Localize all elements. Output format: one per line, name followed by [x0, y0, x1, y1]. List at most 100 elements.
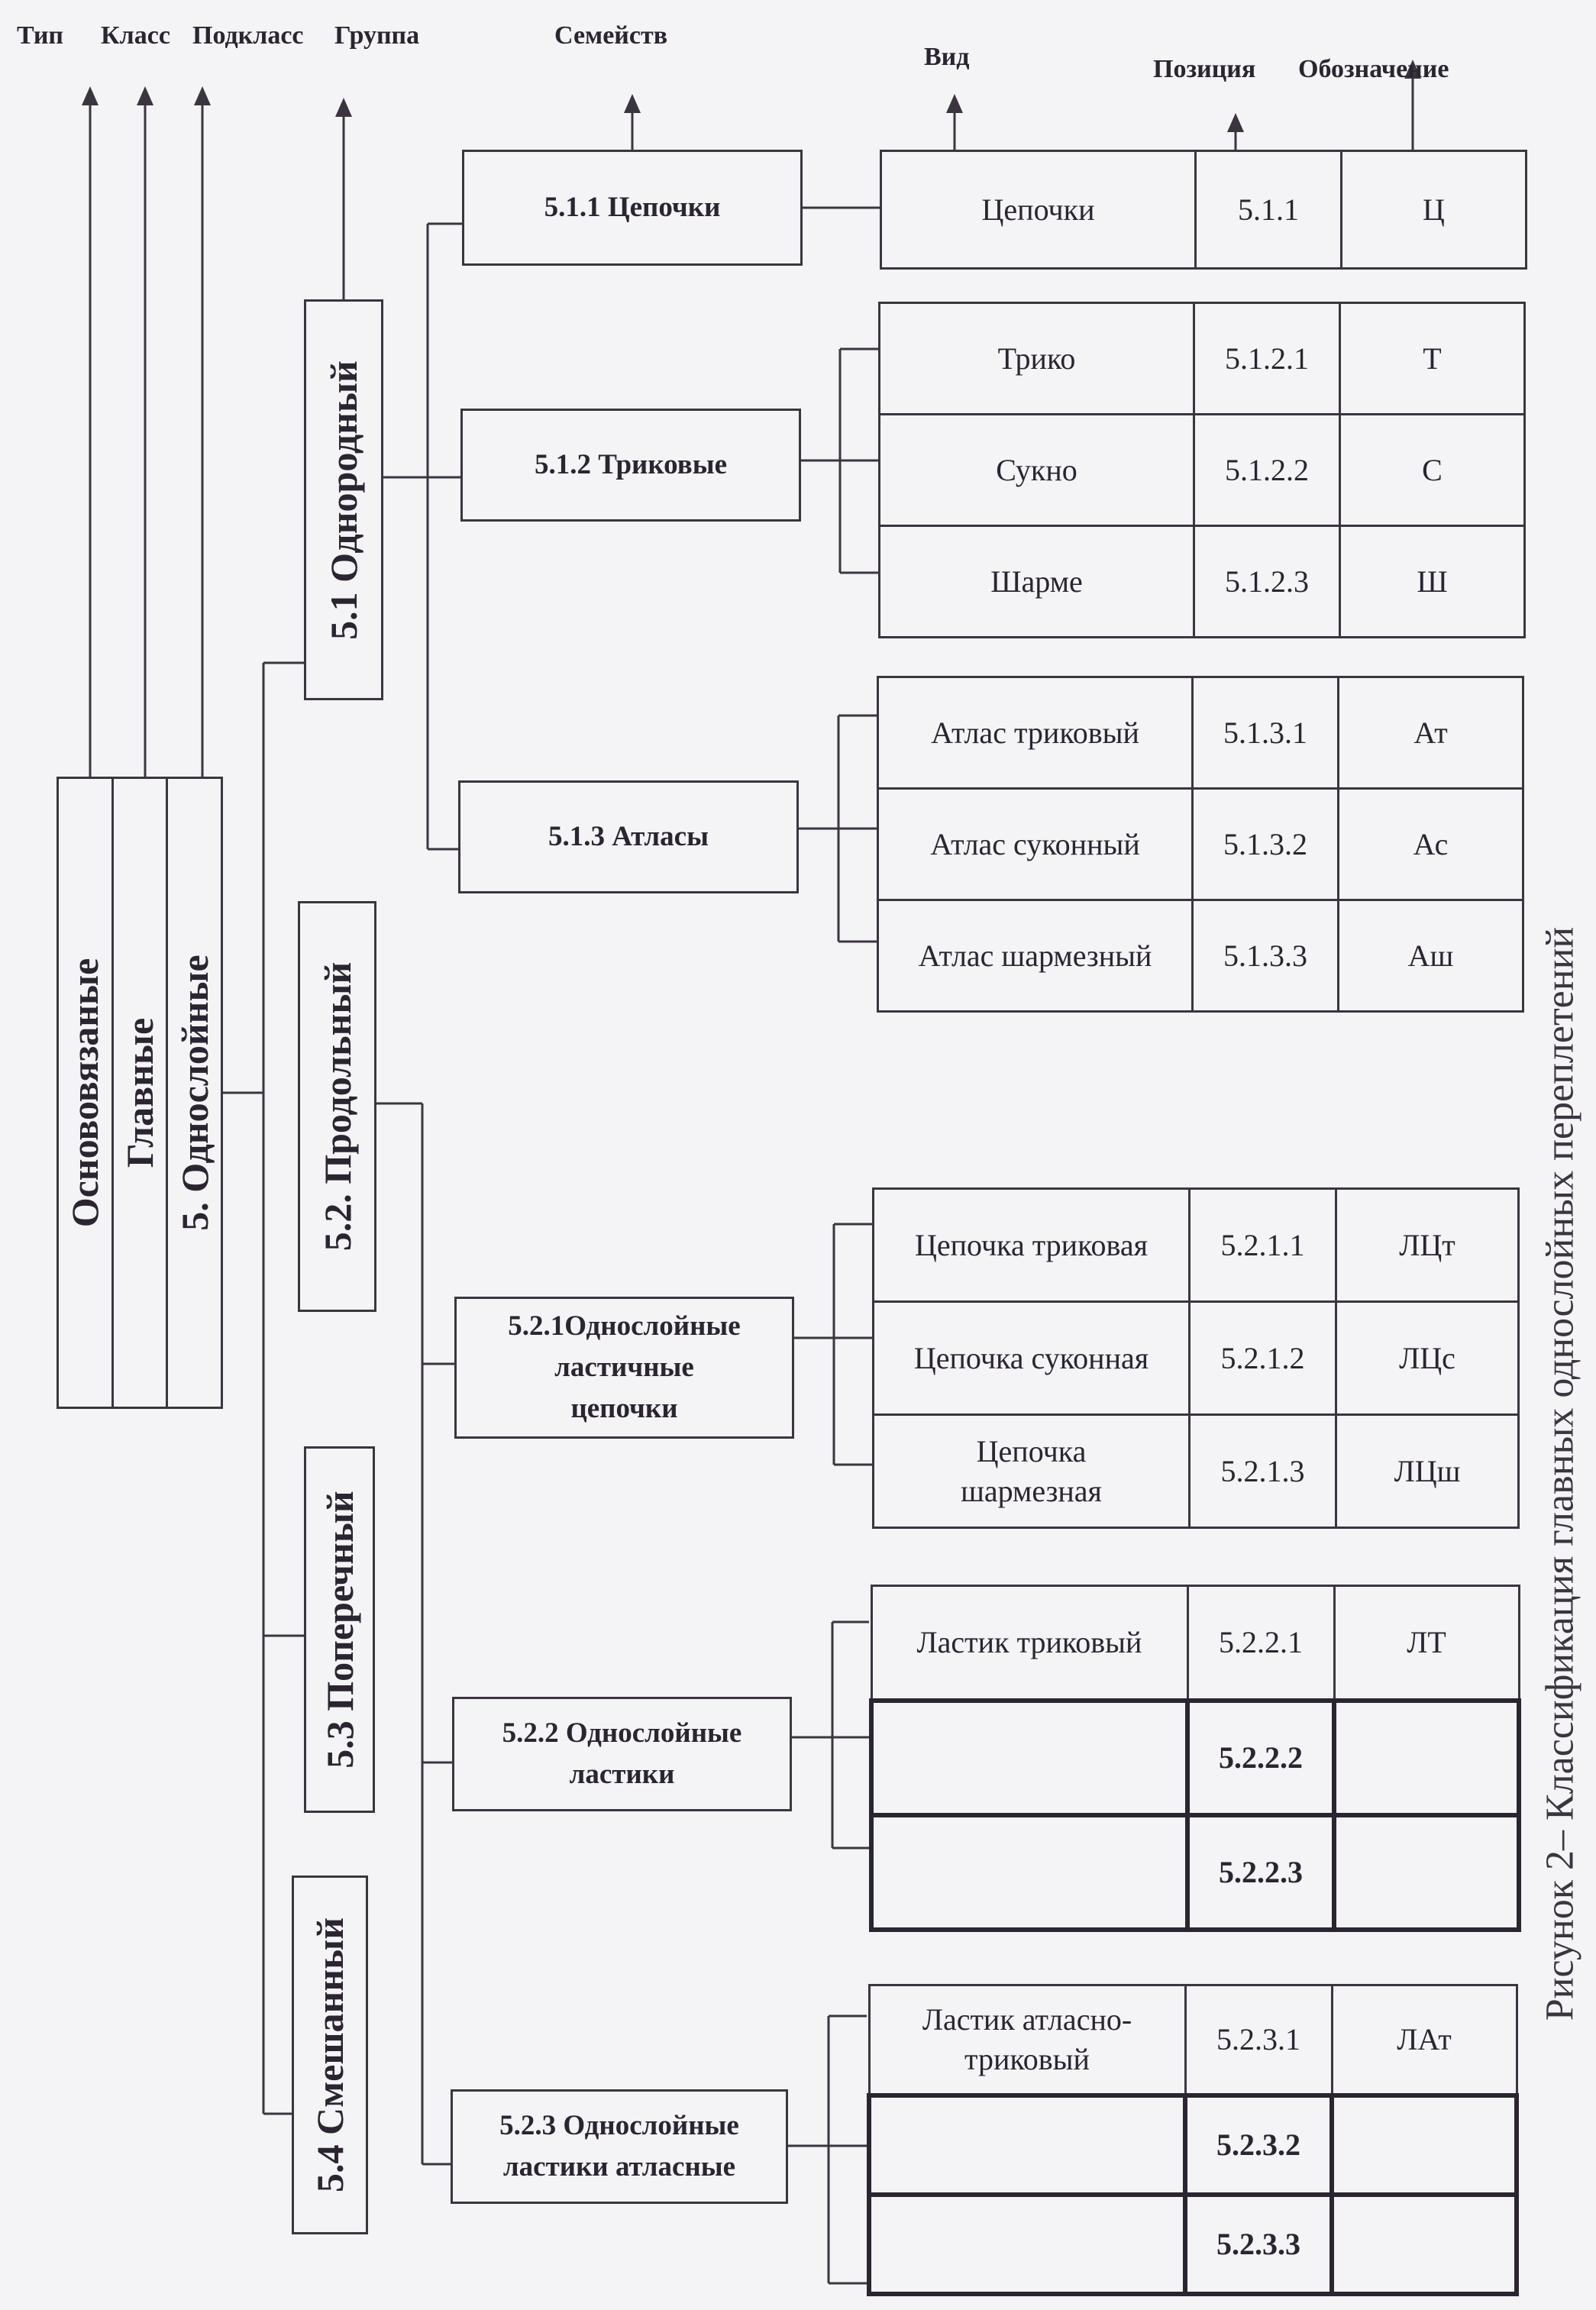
family-box: 5.1.2 Триковые	[460, 409, 801, 522]
position-cell: 5.2.3.3	[1183, 2192, 1334, 2296]
table-row: Трико 5.1.2.1 Т	[878, 302, 1526, 415]
designation-cell: С	[1339, 413, 1526, 527]
family-box: 5.1.3 Атласы	[458, 780, 799, 893]
class-cell: Главные	[111, 779, 166, 1407]
species-name-cell	[869, 1698, 1190, 1817]
root-box: Основовязаные Главные 5. Однослойные	[57, 777, 223, 1409]
species-name-cell: Шарме	[878, 525, 1195, 638]
species-name-cell	[869, 1812, 1190, 1932]
group-box-mixed: 5.4 Смешанный	[292, 1875, 368, 2234]
species-name-cell: Атлас суконный	[877, 787, 1194, 901]
type-label: Основовязаные	[63, 958, 107, 1228]
species-table: Цепочки 5.1.1 Ц	[880, 150, 1527, 270]
header-designation: Обозначение	[1298, 55, 1449, 83]
header-class: Класс	[101, 21, 170, 50]
group-label: 5.3 Поперечный	[318, 1491, 361, 1769]
group-label: 5.1 Однородный	[322, 360, 365, 640]
designation-cell: Ас	[1337, 787, 1524, 901]
table-row: Атлас шармезный 5.1.3.3 Аш	[877, 899, 1524, 1013]
group-box-homogeneous: 5.1 Однородный	[304, 299, 383, 700]
table-row: 5.2.3.2	[867, 2092, 1519, 2197]
species-name-cell: Атлас триковый	[877, 676, 1194, 790]
table-row: Атлас суконный 5.1.3.2 Ас	[877, 787, 1524, 901]
position-cell: 5.2.2.1	[1186, 1585, 1336, 1701]
species-name-cell	[867, 2092, 1187, 2197]
position-cell: 5.1.2.1	[1193, 302, 1341, 415]
position-cell: 5.1.3.2	[1191, 787, 1339, 901]
header-subclass: Подкласс	[192, 21, 304, 50]
species-name-cell: Атлас шармезный	[877, 899, 1194, 1013]
designation-cell: ЛАт	[1330, 1984, 1518, 2096]
position-cell: 5.1.3.3	[1191, 899, 1339, 1013]
class-label: Главные	[118, 1017, 161, 1168]
header-group: Группа	[334, 21, 420, 50]
designation-cell: ЛТ	[1333, 1585, 1520, 1701]
family-box: 5.1.1 Цепочки	[462, 150, 803, 266]
group-label: 5.2. Продольный	[315, 961, 359, 1252]
position-cell: 5.2.1.3	[1188, 1413, 1337, 1529]
subclass-cell: 5. Однослойные	[166, 779, 221, 1407]
species-name-cell: Трико	[878, 302, 1195, 415]
position-cell: 5.2.3.1	[1184, 1984, 1333, 2096]
designation-cell: ЛЦт	[1335, 1187, 1520, 1303]
table-row: Цепочка шармезная 5.2.1.3 ЛЦш	[872, 1413, 1520, 1529]
header-species: Вид	[924, 43, 970, 71]
position-cell: 5.2.3.2	[1183, 2092, 1334, 2197]
designation-cell: ЛЦс	[1335, 1300, 1520, 1416]
position-cell: 5.1.1	[1194, 150, 1342, 270]
designation-cell	[1329, 2192, 1519, 2296]
group-box-longitudinal: 5.2. Продольный	[298, 901, 376, 1312]
designation-cell	[1332, 1698, 1521, 1817]
figure-caption: Рисунок 2– Классификация главных односло…	[1538, 926, 1582, 2021]
table-row: Шарме 5.1.2.3 Ш	[878, 525, 1526, 638]
designation-cell: Ш	[1339, 525, 1526, 638]
species-name-cell: Цепочки	[880, 150, 1197, 270]
species-name-cell: Ластик атласно- триковый	[867, 1984, 1187, 2096]
table-row: Цепочки 5.1.1 Ц	[880, 150, 1527, 270]
position-cell: 5.1.2.2	[1193, 413, 1341, 527]
table-row: Атлас триковый 5.1.3.1 Ат	[877, 676, 1524, 790]
designation-cell	[1332, 1812, 1521, 1932]
table-row: 5.2.2.3	[869, 1812, 1521, 1932]
position-cell: 5.2.1.2	[1188, 1300, 1337, 1416]
designation-cell	[1329, 2092, 1519, 2197]
group-box-transverse: 5.3 Поперечный	[304, 1446, 375, 1813]
table-row: 5.2.3.3	[867, 2192, 1519, 2296]
position-cell: 5.2.2.3	[1185, 1812, 1336, 1932]
table-row: Ластик триковый 5.2.2.1 ЛТ	[870, 1585, 1520, 1701]
header-family: Семейств	[554, 21, 668, 50]
table-row: Цепочка триковая 5.2.1.1 ЛЦт	[872, 1187, 1520, 1303]
subclass-label: 5. Однослойные	[173, 955, 216, 1231]
designation-cell: Ц	[1340, 150, 1527, 270]
species-name-cell: Цепочка шармезная	[872, 1413, 1191, 1529]
table-row: 5.2.2.2	[869, 1698, 1521, 1817]
position-cell: 5.1.2.3	[1193, 525, 1341, 638]
designation-cell: Т	[1339, 302, 1526, 415]
header-position: Позиция	[1153, 55, 1256, 83]
species-name-cell: Ластик триковый	[870, 1585, 1189, 1701]
table-row: Ластик атласно- триковый 5.2.3.1 ЛАт	[867, 1984, 1518, 2096]
family-box: 5.2.1Однослойные ластичные цепочки	[454, 1297, 794, 1439]
position-cell: 5.2.1.1	[1188, 1187, 1337, 1303]
group-label: 5.4 Смешанный	[309, 1917, 351, 2193]
species-table: Ластик триковый 5.2.2.1 ЛТ 5.2.2.2 5.2.2…	[869, 1585, 1521, 1932]
table-row: Цепочка суконная 5.2.1.2 ЛЦс	[872, 1300, 1520, 1416]
designation-cell: Ат	[1337, 676, 1524, 790]
designation-cell: Аш	[1337, 899, 1524, 1013]
species-table: Цепочка триковая 5.2.1.1 ЛЦт Цепочка сук…	[872, 1187, 1520, 1529]
species-name-cell: Цепочка суконная	[872, 1300, 1191, 1416]
position-cell: 5.2.2.2	[1185, 1698, 1336, 1817]
species-name-cell: Цепочка триковая	[872, 1187, 1191, 1303]
species-table: Ластик атласно- триковый 5.2.3.1 ЛАт 5.2…	[867, 1984, 1519, 2296]
species-table: Атлас триковый 5.1.3.1 Ат Атлас суконный…	[877, 676, 1524, 1013]
header-type: Тип	[17, 21, 64, 50]
species-table: Трико 5.1.2.1 Т Сукно 5.1.2.2 С Шарме 5.…	[878, 302, 1526, 638]
family-box: 5.2.2 Однослойные ластики	[452, 1697, 792, 1811]
species-name-cell: Сукно	[878, 413, 1195, 527]
designation-cell: ЛЦш	[1335, 1413, 1520, 1529]
family-box: 5.2.3 Однослойные ластики атласные	[451, 2089, 788, 2204]
type-cell: Основовязаные	[59, 779, 111, 1407]
table-row: Сукно 5.1.2.2 С	[878, 413, 1526, 527]
position-cell: 5.1.3.1	[1191, 676, 1339, 790]
